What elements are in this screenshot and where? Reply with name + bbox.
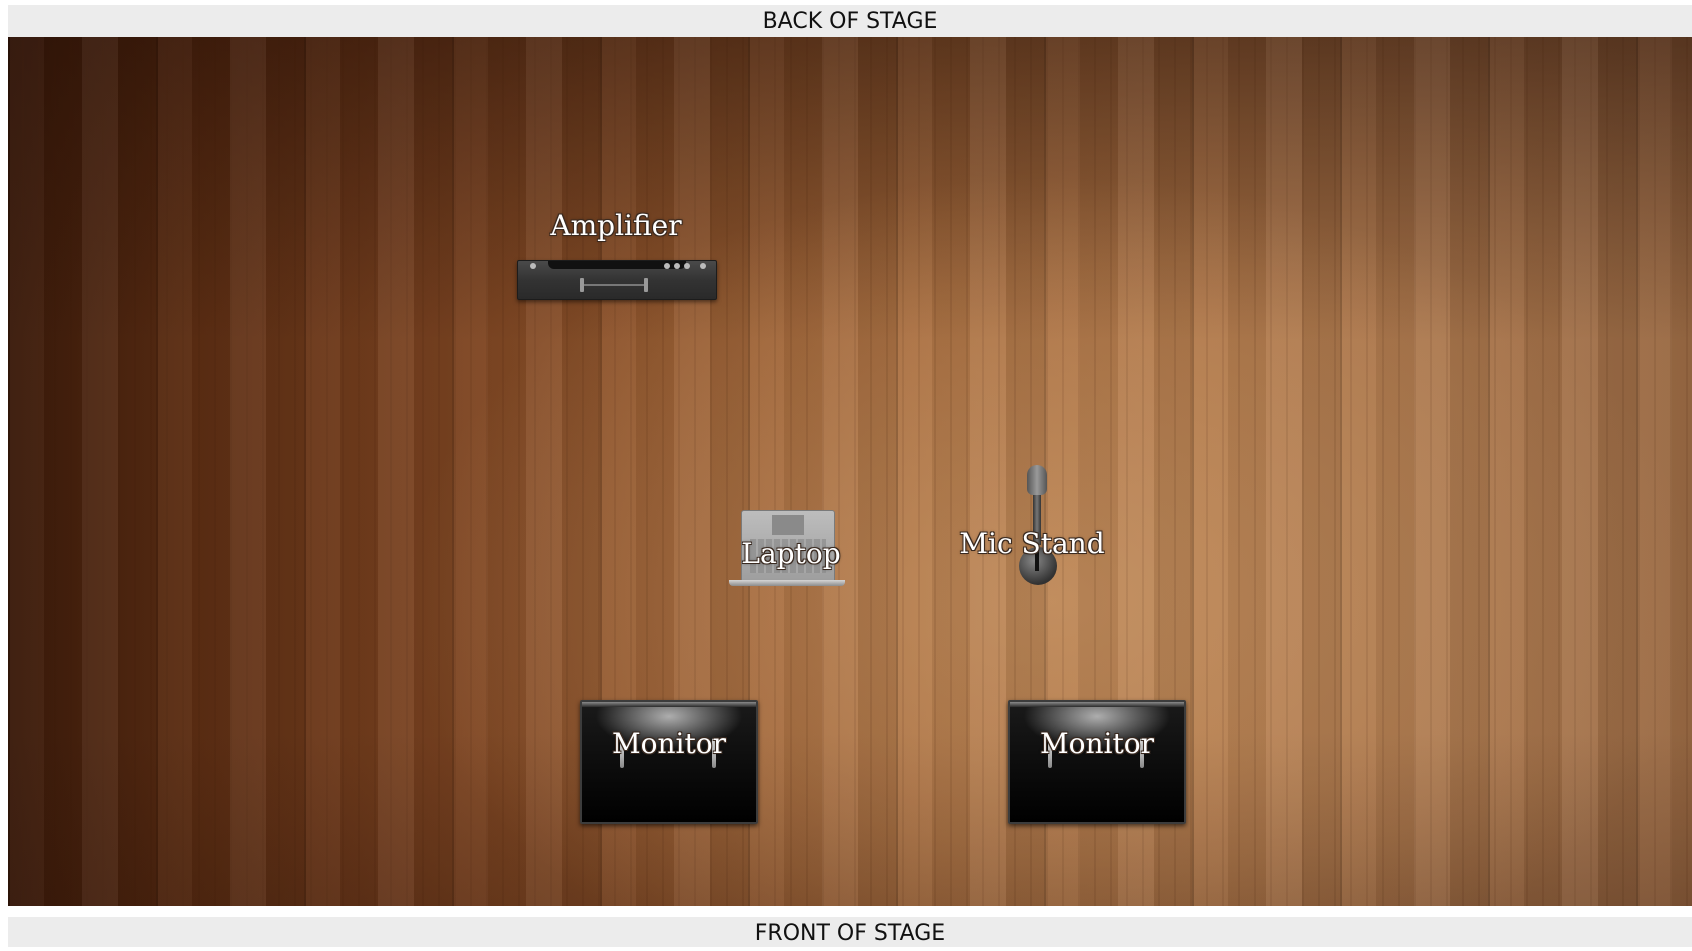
monitor-icon [1010,702,1184,707]
stage-item-laptop[interactable] [729,510,845,586]
mic-stand-label: Mic Stand [959,527,1105,560]
front-of-stage-label: FRONT OF STAGE [8,917,1692,947]
laptop-icon [741,510,835,582]
stage-item-monitor-left[interactable] [580,700,758,824]
monitor-right-label: Monitor [1039,727,1155,760]
stage-item-mic-stand[interactable] [1019,465,1057,585]
stage-item-amplifier[interactable] [517,260,717,300]
back-of-stage-label: BACK OF STAGE [8,5,1692,37]
monitor-left-label: Monitor [611,727,727,760]
amplifier-label: Amplifier [550,209,682,242]
stage-floor: Amplifier Laptop Mic Stand Monitor Monit… [8,37,1692,906]
wood-plank-texture [8,37,1692,906]
monitor-icon [582,702,756,707]
stage-item-monitor-right[interactable] [1008,700,1186,824]
amplifier-icon [517,260,717,300]
laptop-label: Laptop [741,537,841,570]
